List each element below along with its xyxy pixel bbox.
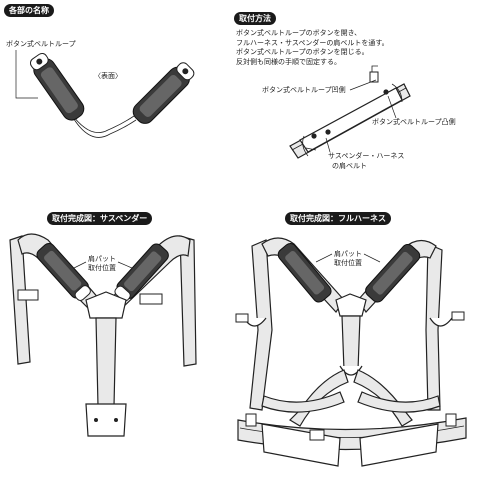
harness-title: 取付完成図：フルハーネス [285, 212, 391, 225]
mount-instruction-4: 反対側も同様の手順で固定する。 [236, 57, 341, 66]
concave-side-label: ボタン式ベルトループ凹側 [262, 86, 346, 94]
harness-pad-label-1: 肩パット [334, 250, 362, 258]
belt-loop-label: ボタン式ベルトループ [6, 40, 76, 48]
suspender-pad-label-2: 取付位置 [88, 264, 116, 272]
front-face-label: 〈表面〉 [94, 72, 122, 80]
mount-title: 取付方法 [234, 12, 276, 25]
suspender-pad-label-1: 肩パット [88, 255, 116, 263]
shoulder-belt-label-2: の肩ベルト [332, 162, 367, 170]
convex-side-label: ボタン式ベルトループ凸側 [372, 118, 456, 126]
mount-instruction-3: ボタン式ベルトループのボタンを閉じる。 [236, 48, 369, 56]
shoulder-belt-label-1: サスペンダー・ハーネス [328, 152, 405, 160]
mount-instruction-1: ボタン式ベルトループのボタンを開き、 [236, 29, 362, 37]
parts-title: 各部の名称 [4, 4, 54, 17]
mount-instruction-2: フルハーネス・サスペンダーの肩ベルトを通す。 [236, 38, 389, 47]
suspender-title: 取付完成図：サスペンダー [47, 212, 153, 225]
harness-pad-label-2: 取付位置 [334, 259, 362, 267]
